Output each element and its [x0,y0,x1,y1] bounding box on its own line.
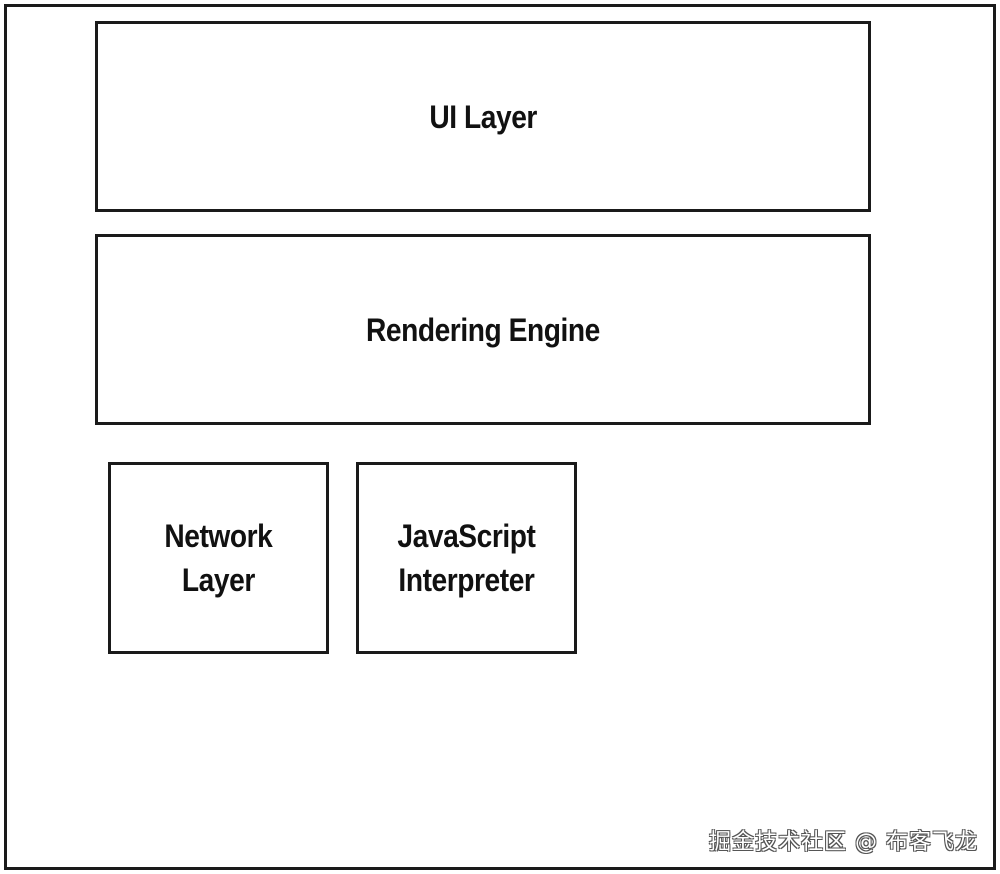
javascript-interpreter-box: JavaScript Interpreter [356,462,577,654]
ui-layer-label: UI Layer [429,98,537,135]
rendering-engine-box: Rendering Engine [95,234,871,425]
ui-layer-box: UI Layer [95,21,871,212]
rendering-engine-label: Rendering Engine [366,311,600,348]
network-layer-label: Network Layer [164,518,273,598]
javascript-interpreter-label: JavaScript Interpreter [397,518,536,598]
watermark-text: 掘金技术社区 @ 布客飞龙 [709,830,978,855]
network-layer-box: Network Layer [108,462,329,654]
